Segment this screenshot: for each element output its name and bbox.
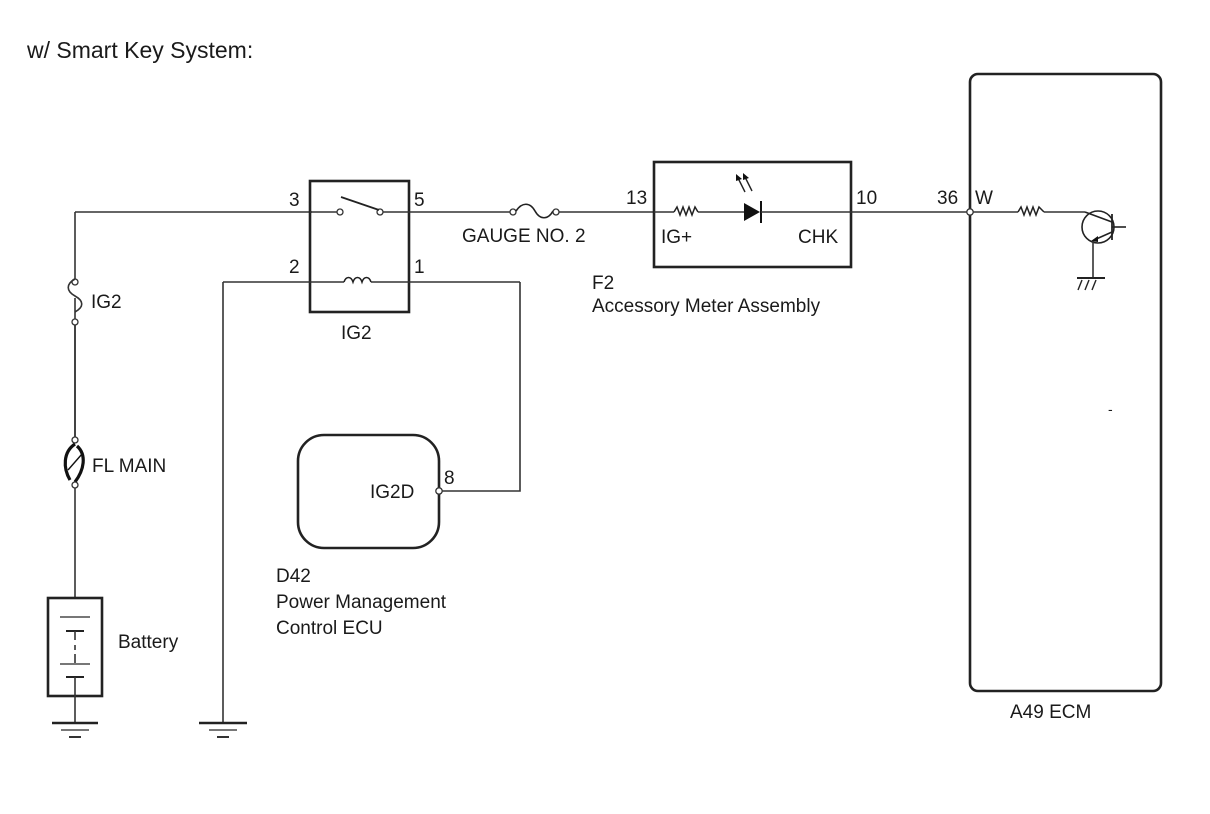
battery-label: Battery (118, 632, 179, 653)
relay-label: IG2 (341, 323, 372, 344)
coil-ground-wire (199, 282, 247, 738)
ecm-resistor-icon (1017, 204, 1045, 218)
meter-pin-13: 13 (626, 188, 647, 209)
ecm-label: A49 ECM (1010, 702, 1091, 723)
relay-pin-5: 5 (414, 190, 425, 211)
chassis-ground-icon (1077, 277, 1105, 291)
ecm (966, 72, 1163, 693)
ecu-terminal-ig2d: IG2D (370, 482, 414, 503)
ecu-name-line1: Power Management (276, 592, 447, 613)
meter-name: Accessory Meter Assembly (592, 296, 821, 317)
led-icon (744, 203, 760, 221)
ecu-pin-8: 8 (444, 468, 455, 489)
fl-main-fusible-link-icon (63, 436, 85, 489)
ecm-terminal-w: W (975, 188, 993, 209)
ig2-relay (223, 179, 520, 314)
battery-icon (46, 596, 104, 723)
ecm-pin-36: 36 (937, 188, 958, 209)
fl-main-label: FL MAIN (92, 456, 166, 477)
relay-pin-1: 1 (414, 257, 425, 278)
ig2d-wire (440, 282, 521, 492)
resistor-icon (673, 204, 699, 218)
relay-pin-3: 3 (289, 190, 300, 211)
gauge-fuse-label: GAUGE NO. 2 (462, 226, 586, 247)
accessory-meter (652, 160, 853, 269)
transistor-icon (1081, 210, 1126, 278)
ig2-fuse-label: IG2 (91, 292, 122, 313)
main-feed-wire (74, 211, 312, 598)
ground-icon (52, 721, 98, 738)
ig2-fuse-icon (67, 278, 83, 438)
meter-code: F2 (592, 273, 614, 294)
meter-pin-10: 10 (856, 188, 877, 209)
meter-terminal-chk: CHK (798, 227, 838, 248)
ecm-mark: - (1108, 401, 1113, 417)
meter-terminal-ig: IG+ (661, 227, 692, 248)
power-management-ecu (296, 433, 443, 550)
relay-pin-2: 2 (289, 257, 300, 278)
ecu-name-line2: Control ECU (276, 618, 383, 639)
diagram-title: w/ Smart Key System: (26, 37, 253, 63)
ecu-code: D42 (276, 566, 311, 587)
gauge-fuse-icon (409, 203, 654, 219)
